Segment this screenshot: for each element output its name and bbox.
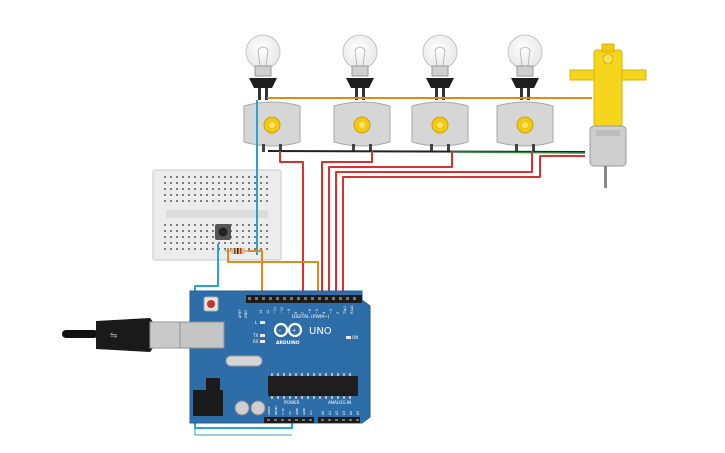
digital-pin-label: 8 (294, 312, 298, 314)
power-label: POWER (284, 400, 300, 405)
usb-cable: ⇋ (62, 318, 187, 352)
power-pin-label: 3.3V (281, 407, 285, 415)
led-l (260, 321, 265, 324)
light-bulb[interactable] (245, 34, 281, 100)
usb-b-jack (179, 321, 225, 349)
power-pin-label: 5V (288, 410, 292, 415)
led-rx-label: RX (253, 339, 259, 344)
digital-pin-label: ~5 (315, 309, 319, 314)
analog-pin-label: A0 (321, 411, 325, 415)
arduino-logo-text: ARDUINO (276, 340, 300, 346)
dc-motor[interactable] (333, 101, 391, 152)
digital-pin-label: 4 (322, 312, 326, 314)
power-pin-label: GND (302, 407, 306, 415)
digital-header-label: DIGITAL (PWM~) (292, 314, 330, 320)
arduino-logo: − + ARDUINO (273, 322, 303, 346)
dc-motors (243, 101, 554, 152)
analog-pin-label: A4 (349, 411, 353, 415)
led-rx (260, 340, 265, 343)
dc-motor[interactable] (243, 101, 301, 152)
analog-pin-label: A3 (342, 411, 346, 415)
light-bulb[interactable] (422, 34, 458, 100)
digital-pin-label: TX▸1 (343, 306, 347, 315)
analog-header (318, 417, 360, 423)
analog-pin-label: A5 (356, 411, 360, 415)
digital-pin-label: ~6 (308, 309, 312, 314)
svg-text:−: − (278, 328, 282, 334)
gnd-label: GND (244, 310, 248, 318)
capacitor (250, 400, 266, 416)
led-tx-label: TX (252, 333, 258, 338)
usb-trident-icon: ⇋ (110, 331, 118, 341)
light-bulb[interactable] (507, 34, 543, 100)
dc-motor[interactable] (411, 101, 469, 152)
digital-pin-label: 12 (266, 310, 270, 314)
light-bulb[interactable] (342, 34, 378, 100)
digital-pin-label: 13 (259, 310, 263, 314)
analog-pin-label: A1 (328, 411, 332, 415)
digital-pin-label: ~3 (329, 309, 333, 314)
digital-pin-label: ~10 (280, 307, 284, 314)
breadboard-holes (164, 176, 268, 250)
digital-pin-label: 2 (336, 312, 340, 314)
push-button[interactable] (215, 224, 231, 240)
power-pin-label: IOREF (267, 406, 271, 415)
aref-label: AREF (238, 309, 242, 318)
led-l-label: L (255, 320, 258, 325)
resistor (225, 248, 252, 254)
wires (194, 97, 592, 436)
usb-chip (206, 378, 220, 392)
analog-pin-label: A2 (335, 411, 339, 415)
digital-pin-label: ~9 (287, 309, 291, 314)
atmega-chip (268, 376, 358, 396)
on-label: ON (352, 335, 358, 340)
digital-pin-label: ~11 (273, 307, 277, 314)
board-model: UNO (309, 326, 332, 337)
power-pin-label: RESET (274, 405, 278, 415)
svg-text:+: + (292, 328, 296, 334)
led-on (346, 336, 351, 339)
digital-pin-label: RX◂0 (350, 305, 354, 314)
power-pin-label: Vin (309, 410, 313, 415)
mini-breadboard[interactable] (152, 169, 282, 261)
digital-pin-label: 7 (301, 312, 305, 314)
bulbs (245, 34, 543, 100)
dc-motor[interactable] (496, 101, 554, 152)
led-tx (260, 334, 265, 337)
power-jack (193, 390, 223, 416)
gear-motor[interactable] (569, 43, 647, 188)
power-pin-label: GND (295, 407, 299, 415)
capacitor (234, 400, 250, 416)
analog-label: ANALOG IN (328, 400, 351, 405)
crystal (225, 355, 263, 367)
